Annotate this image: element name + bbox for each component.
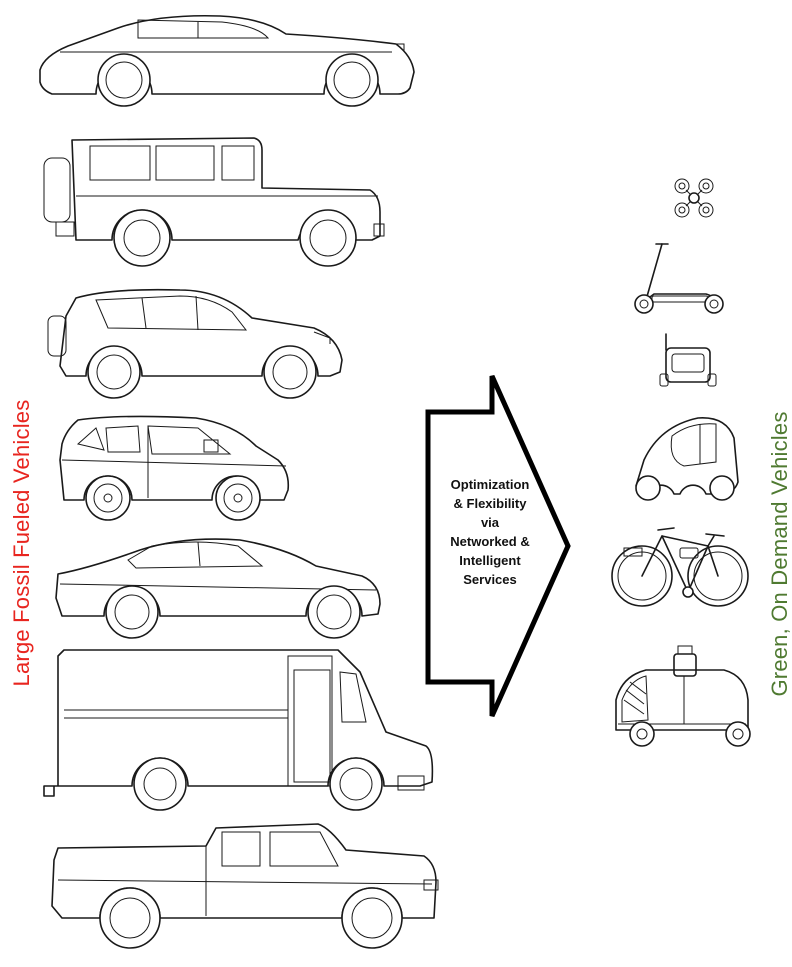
- arrow-caption-line: Services: [463, 572, 517, 587]
- left-column-label: Large Fossil Fueled Vehicles: [9, 399, 34, 687]
- delivery-robot-icon: [659, 333, 717, 387]
- arrow-caption-line: via: [480, 515, 500, 530]
- autonomous-delivery-pod-icon: [615, 645, 751, 747]
- arrow-caption-line: Networked &: [450, 534, 530, 549]
- arrow-caption-line: Intelligent: [459, 553, 521, 568]
- minivan-icon: [59, 415, 290, 521]
- transition-arrow: [425, 374, 571, 718]
- compact-suv-icon: [47, 288, 343, 399]
- right-column-label: Green, On Demand Vehicles: [767, 411, 792, 697]
- arrow-caption-line: & Flexibility: [453, 496, 527, 511]
- e-bike-icon: [611, 527, 749, 607]
- sedan-icon: [39, 14, 415, 107]
- delivery-truck-icon: [43, 649, 434, 811]
- quadcopter-drone-icon: [674, 178, 714, 218]
- boxy-suv-icon: [43, 137, 385, 267]
- micro-car-icon: [635, 417, 739, 501]
- arrow-caption-line: Optimization: [450, 477, 530, 492]
- pickup-truck-icon: [51, 823, 439, 949]
- arrow-caption: Optimization & Flexibility via Networked…: [432, 475, 548, 589]
- electric-scooter-icon: [634, 243, 724, 314]
- sports-sedan-icon: [55, 538, 381, 639]
